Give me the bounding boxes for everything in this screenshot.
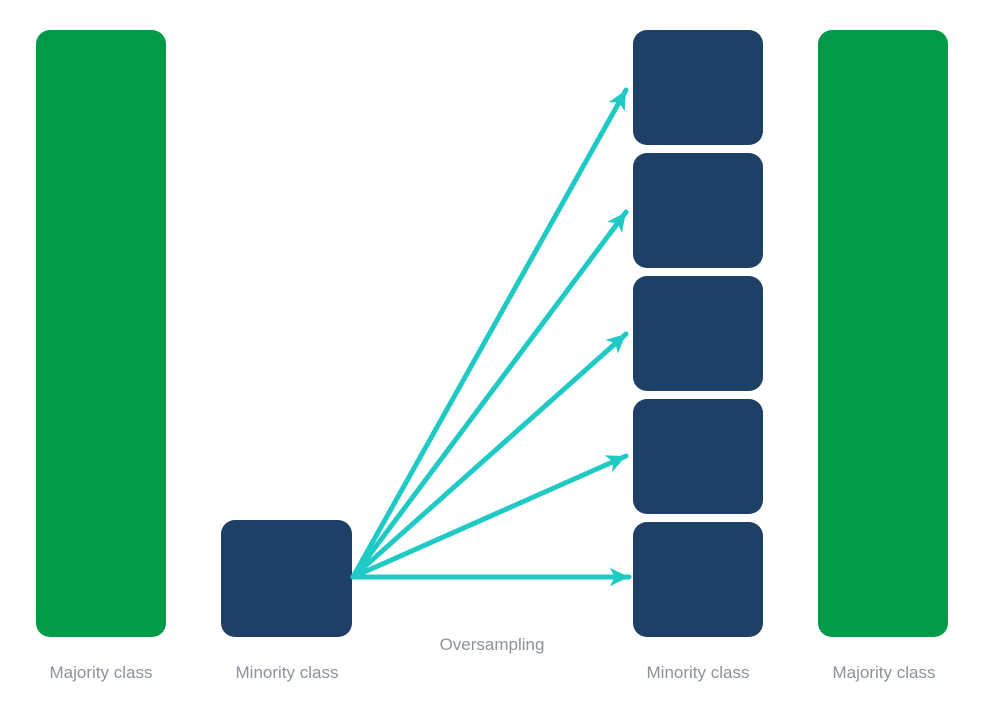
majority-class-bar-right	[818, 30, 948, 637]
minority-sample-copy	[633, 399, 763, 514]
minority-sample-copy	[633, 276, 763, 391]
oversample-arrow-2	[350, 209, 629, 580]
majority-class-bar-left	[36, 30, 166, 637]
oversample-arrow-3	[350, 331, 629, 580]
majority-class-label-right: Majority class	[832, 663, 936, 682]
oversampling-caption: Oversampling	[439, 635, 545, 654]
oversample-arrow-1	[350, 87, 629, 580]
minority-class-label-right: Minority class	[646, 663, 750, 682]
oversample-arrow-4	[350, 453, 629, 580]
minority-class-block-before	[221, 520, 352, 637]
minority-sample-copy	[633, 30, 763, 145]
minority-sample-copy	[633, 153, 763, 268]
minority-sample-copy	[633, 522, 763, 637]
majority-class-label-left: Majority class	[49, 663, 153, 682]
minority-class-label-left: Minority class	[235, 663, 339, 682]
